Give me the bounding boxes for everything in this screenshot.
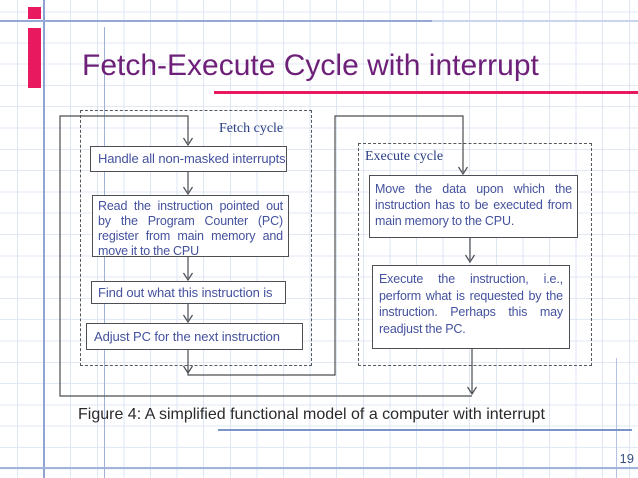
- arrowhead-icon: [182, 186, 194, 196]
- arrowhead-icon: [182, 314, 194, 324]
- arrowhead-icon: [182, 137, 194, 147]
- arrowhead-icon: [182, 365, 194, 375]
- step-read-instruction: Read the instruction pointed out by the …: [92, 195, 289, 258]
- slide-accent-square: [28, 7, 41, 19]
- arrowhead-icon: [466, 386, 478, 396]
- step-handle-interrupts: Handle all non-masked interrupts: [90, 146, 287, 172]
- page-number: 19: [619, 451, 634, 466]
- connector-outer-loop: [59, 115, 472, 397]
- connector-paths: [59, 115, 478, 397]
- step-execute-instruction: Execute the instruction, i.e., perform w…: [372, 265, 570, 349]
- execute-cycle-label: Execute cycle: [365, 149, 444, 164]
- step-find-instruction: Find out what this instruction is: [91, 281, 286, 304]
- slide-accent-bar: [28, 28, 41, 88]
- arrowhead-icon: [457, 166, 469, 176]
- figure-caption: Figure 4: A simplified functional model …: [78, 406, 545, 423]
- caption-underline: [218, 429, 632, 431]
- execute-cycle-dashed-box: [358, 143, 592, 366]
- grid-accent-horizontal-top-light: [432, 20, 638, 22]
- grid-accent-horizontal-bottom: [0, 467, 638, 469]
- arrowhead-icon: [464, 254, 476, 264]
- fetch-cycle-label: Fetch cycle: [219, 121, 284, 136]
- fetch-cycle-dashed-box: [80, 110, 312, 366]
- arrowhead-icon: [182, 272, 194, 282]
- grid-accent-vertical-right: [616, 358, 617, 478]
- page-title: Fetch-Execute Cycle with interrupt: [82, 49, 539, 82]
- grid-accent-vertical-left: [43, 0, 45, 478]
- grid-accent-horizontal-top: [0, 20, 432, 22]
- title-underline: [214, 91, 638, 94]
- step-move-data: Move the data upon which the instruction…: [369, 175, 578, 238]
- connector-fetch-to-execute: [187, 115, 464, 376]
- step-adjust-pc: Adjust PC for the next instruction: [86, 323, 303, 350]
